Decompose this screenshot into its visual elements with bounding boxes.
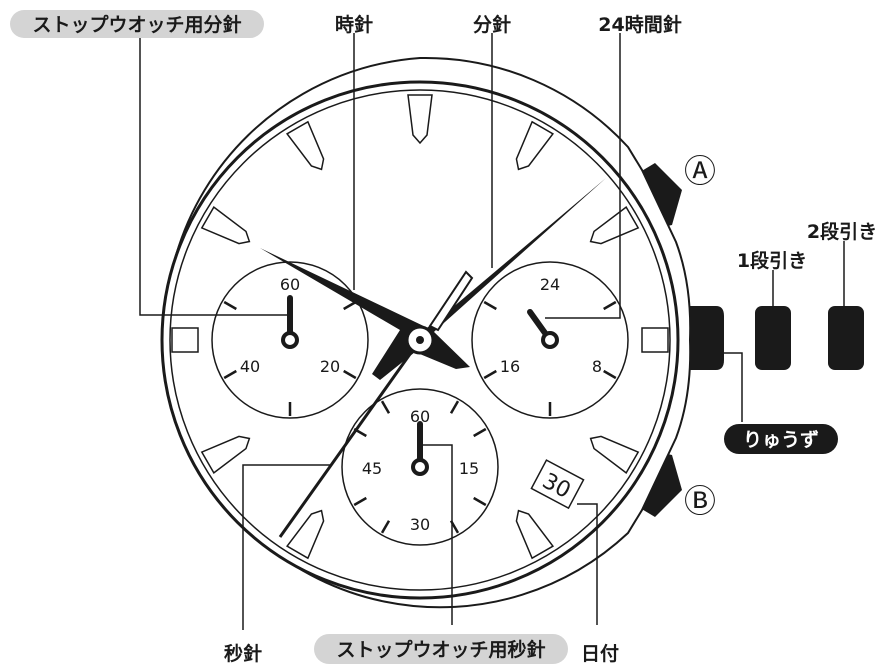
hour-marker [285,120,325,171]
label-button-a: Ⓐ [684,152,716,190]
subdial-tick [473,496,487,507]
minute-hand [407,178,606,350]
subdial-tick [483,369,497,380]
hour-marker [200,435,251,475]
hour-marker [641,327,669,353]
subdial-left-label-right: 20 [320,357,340,376]
subdial-right-label-left: 16 [500,357,520,376]
label-hour-hand: 時針 [335,13,373,36]
hour-marker [407,94,433,145]
crown-knob [686,306,724,370]
subdial-bottom-label-bottom: 30 [410,515,430,534]
hour-marker [589,205,640,245]
subdial-bottom-label-top: 60 [410,407,430,426]
subdial-tick [473,427,487,438]
subdial-bottom-pivot [411,458,429,476]
hour-marker [200,205,251,245]
subdial-right-ticks [483,300,617,416]
leader-second [242,464,330,630]
subdial-bottom-label-left: 45 [362,459,382,478]
subdial-tick [223,300,237,311]
subdial-left: 60 40 20 [211,261,369,419]
label-24h-hand: 24時間針 [598,13,681,36]
label-date: 日付 [581,642,619,665]
leader-date [577,503,598,625]
crown-position-1 [755,306,791,370]
hour-marker [171,327,199,353]
subdial-tick [380,400,391,414]
subdial-bottom-ticks [353,400,487,534]
dial-inner-ring [169,89,671,591]
subdial-right-pivot [541,331,559,349]
leader-lines [139,33,845,630]
label-crown: りゅうず [724,424,838,454]
hour-marker [515,120,555,171]
subdial-tick [353,496,367,507]
label-crown-pull-2: 2段引き [807,220,877,243]
crown-position-2 [828,306,864,370]
leader-stopwatch-second [420,444,453,625]
second-hand [278,339,422,538]
subdial-tick [449,400,460,414]
label-crown-pull-1: 1段引き [737,249,807,272]
subdial-right-label-top: 24 [540,275,560,294]
subdial-tick [223,369,237,380]
label-stopwatch-second: ストップウオッチ用秒針 [314,634,568,664]
leader-crown [706,352,743,422]
svg-text:ストップウオッチ用秒針: ストップウオッチ用秒針 [336,638,545,661]
hour-markers [171,94,669,560]
subdial-tick [343,300,357,311]
leader-stopwatch-minute [139,33,290,316]
subdial-bottom: 60 45 15 30 [341,388,499,546]
hour-marker [515,509,555,560]
subdial-tick [603,369,617,380]
subdial-right: 24 16 8 [471,261,629,419]
center-pivot-dot [416,336,424,344]
stopwatch-second-hand-tail [428,270,474,332]
hour-marker [589,435,640,475]
subdial-left-pivot [281,331,299,349]
hour-marker [285,509,325,560]
subdial-left-label-top: 60 [280,275,300,294]
subdial-tick [343,369,357,380]
subdial-left-label-left: 40 [240,357,260,376]
subdial-tick [483,300,497,311]
svg-text:ストップウオッチ用分針: ストップウオッチ用分針 [32,13,241,36]
label-minute-hand: 分針 [473,13,511,36]
leader-24h [545,33,621,319]
subdial-right-label-right: 8 [592,357,602,376]
label-second-hand: 秒針 [224,642,262,665]
label-button-b: Ⓑ [684,482,716,520]
subdial-bottom-label-right: 15 [459,459,479,478]
subdial-tick [380,520,391,534]
svg-text:りゅうず: りゅうず [743,429,819,451]
subdial-tick [603,300,617,311]
subdial-left-ticks [223,300,357,416]
label-stopwatch-minute: ストップウオッチ用分針 [10,10,264,38]
